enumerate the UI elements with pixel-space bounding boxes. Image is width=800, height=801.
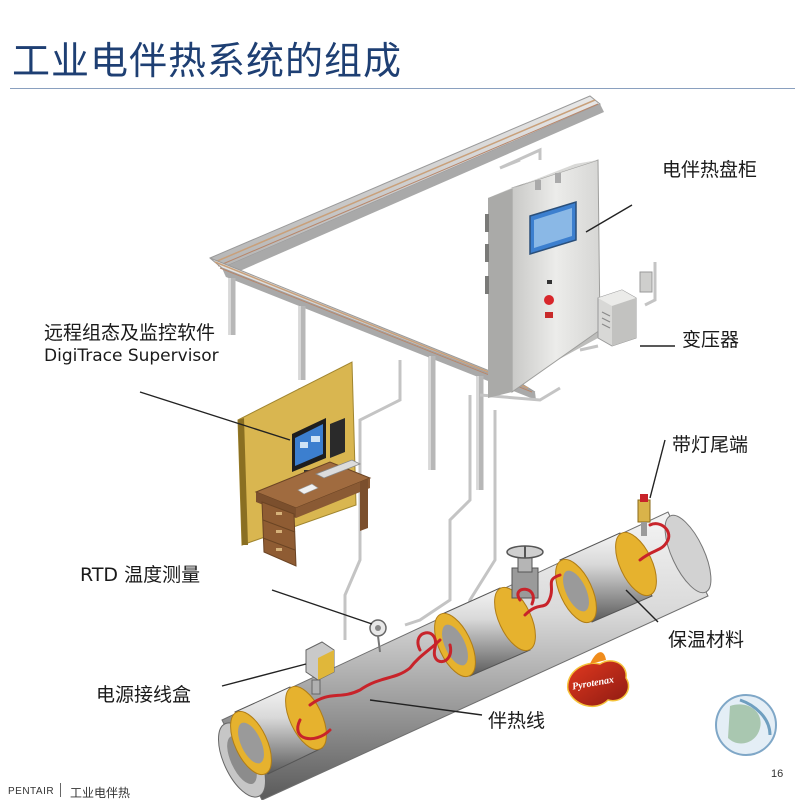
label-control-panel: 电伴热盘柜 [662, 159, 758, 181]
decorative-globe-icon [715, 694, 777, 756]
label-software-en: DigiTrace Supervisor [44, 346, 219, 366]
pipe-valve [506, 545, 544, 599]
footer-section: 工业电伴热 [70, 786, 131, 800]
power-junction-box [305, 641, 335, 695]
footer-brand: PENTAIR [8, 786, 55, 797]
label-insulation: 保温材料 [668, 629, 745, 651]
page-number: 16 [771, 768, 784, 780]
footer-divider [60, 783, 61, 797]
label-transformer: 变压器 [682, 329, 740, 351]
heat-tracing-cable [296, 522, 671, 741]
page-title: 工业电伴热系统的组成 [12, 39, 403, 83]
cable-tray [209, 95, 604, 400]
label-lighted-end: 带灯尾端 [672, 434, 749, 456]
label-junction-box: 电源接线盒 [96, 684, 192, 706]
transformer [597, 271, 653, 347]
pyrotenax-logo [567, 652, 630, 708]
insulation-sections [230, 531, 657, 776]
title-underline [10, 88, 795, 89]
computer-workstation [237, 361, 372, 567]
label-heat-cable: 伴热线 [488, 710, 546, 732]
emergency-button [544, 295, 554, 305]
leader-lines [139, 204, 675, 716]
lighted-end-seal [637, 494, 651, 536]
label-rtd-measurement: RTD 温度测量 [80, 564, 201, 586]
rtd-sensor [369, 619, 387, 653]
label-software-cn: 远程组态及监控软件 [44, 322, 216, 344]
control-cabinet [485, 159, 601, 398]
